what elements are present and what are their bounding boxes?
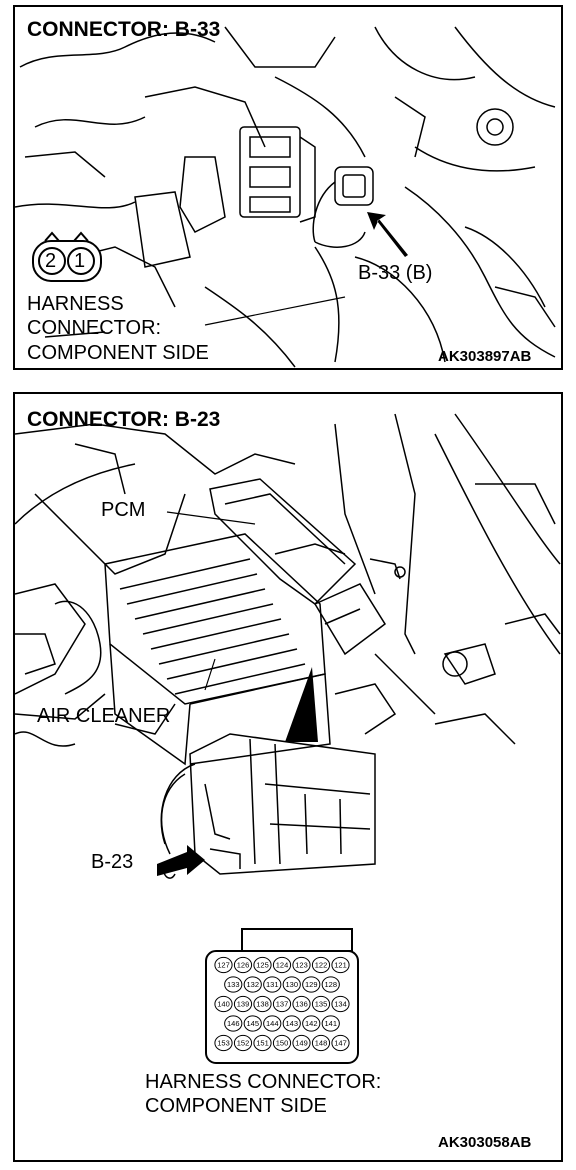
callout-arrow [367,212,408,257]
pin-label-122: 122 [315,961,328,970]
pin-label-133: 133 [227,980,240,989]
pin-2-label: 2 [45,250,57,272]
figure-code: AK303897AB [438,348,532,365]
pin-label-143: 143 [285,1019,298,1028]
pin-124 [272,956,292,974]
b33-pin-face [32,231,102,282]
pin-1-label: 1 [74,250,86,272]
figure-code: AK303058AB [438,1134,532,1151]
pin-141 [321,1015,340,1032]
b23-callout-label: B-23 [91,851,134,873]
pin-label-121: 121 [334,961,347,970]
pin-149 [292,1034,311,1052]
pin-135 [311,995,331,1013]
pin-130 [282,976,301,993]
pin-label-135: 135 [315,1000,328,1009]
pin-label-150: 150 [276,1039,289,1048]
pin-145 [243,1015,262,1032]
pin-label-125: 125 [256,961,269,970]
pin-label-139: 139 [237,1000,250,1009]
harness-leader-line [204,296,346,326]
pin-150 [272,1034,292,1052]
pin-131 [263,976,282,993]
pin-label-132: 132 [246,980,259,989]
pin-label-128: 128 [324,980,337,989]
pin-147 [331,1034,350,1052]
air-cleaner-label: AIR CLEANER [37,705,171,727]
b23-callout-arrow [157,845,205,876]
air-cleaner-leader-line [204,658,216,691]
callout-label: B-33 (B) [358,262,433,284]
pcm-label: PCM [101,499,146,521]
pin-label-151: 151 [256,1039,269,1048]
pin-142 [302,1015,321,1032]
pin-label-142: 142 [305,1019,318,1028]
engine-bay-illustration [15,26,556,368]
pin-134 [331,995,350,1013]
pin-label-131: 131 [266,980,279,989]
pcm-leader-line [166,511,256,525]
pin-133 [224,976,243,993]
pin-137 [272,995,292,1013]
pin-140 [214,995,233,1013]
pin-121 [331,956,350,974]
pin-label-136: 136 [295,1000,308,1009]
pin-153 [214,1034,233,1052]
connector-header: CONNECTOR: B-33 [27,18,221,41]
pin-label-130: 130 [285,980,298,989]
pin-127 [214,956,233,974]
harness-label-line1: HARNESS [27,293,124,315]
pin-label-152: 152 [237,1039,250,1048]
b23-pin-face: 127 126 125 124 123 122 121 133 132 131 130 129 128 1… [205,928,359,1064]
pin-label-140: 140 [217,1000,230,1009]
pin-122 [311,956,331,974]
harness-label-line3: COMPONENT SIDE [27,342,209,364]
pin-138 [253,995,272,1013]
pin-151 [253,1034,272,1052]
pin-label-141: 141 [324,1019,337,1028]
pin-label-144: 144 [266,1019,279,1028]
zoom-pointer [285,667,318,742]
pin-label-153: 153 [217,1039,230,1048]
pin-label-123: 123 [295,961,308,970]
pin-label-147: 147 [334,1039,347,1048]
connector-b23-panel: 127 126 125 124 123 122 121 133 132 131 130 129 128 1… [13,392,563,1162]
pin-146 [224,1015,243,1032]
pin-label-129: 129 [305,980,318,989]
pin-label-124: 124 [276,961,289,970]
harness-label-line1: HARNESS CONNECTOR: [145,1071,382,1093]
connector-b33-panel: CONNECTOR: B-33 2 1 B-33 (B) HARNESS CON… [13,5,563,370]
pin-128 [321,976,340,993]
pin-132 [243,976,262,993]
harness-label-line2: CONNECTOR: [27,317,162,339]
connector-header: CONNECTOR: B-23 [27,408,221,431]
pin-label-134: 134 [334,1000,347,1009]
pin-148 [311,1034,331,1052]
pin-136 [292,995,311,1013]
pin-label-138: 138 [256,1000,269,1009]
pin-123 [292,956,311,974]
pin-label-146: 146 [227,1019,240,1028]
pin-label-149: 149 [295,1039,308,1048]
pin-152 [233,1034,253,1052]
pcm-illustration: 127 126 125 124 123 122 121 133 132 131 130 129 128 1… [15,413,561,1064]
pin-label-137: 137 [276,1000,289,1009]
pin-label-148: 148 [315,1039,328,1048]
pin-125 [253,956,272,974]
pin-label-126: 126 [237,961,250,970]
pin-129 [302,976,321,993]
pin-139 [233,995,253,1013]
pin-143 [282,1015,301,1032]
pin-label-145: 145 [246,1019,259,1028]
pin-144 [263,1015,282,1032]
pin-label-127: 127 [217,961,230,970]
harness-label-line2: COMPONENT SIDE [145,1095,327,1117]
pin-126 [233,956,253,974]
